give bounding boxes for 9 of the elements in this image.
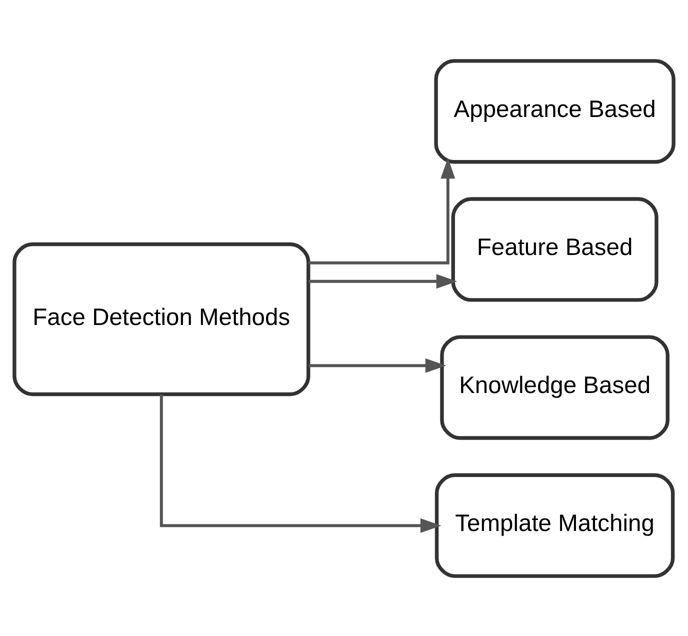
node-box: Template Matching: [434, 472, 675, 578]
node-box: Feature Based: [451, 196, 658, 302]
arrow: [308, 358, 446, 372]
node-box: Knowledge Based: [440, 334, 670, 440]
node-box: Appearance Based: [434, 58, 676, 164]
arrow: [308, 274, 458, 288]
arrow: [160, 394, 442, 532]
node-box: Face Detection Methods: [12, 242, 310, 396]
arrow: [308, 157, 456, 264]
